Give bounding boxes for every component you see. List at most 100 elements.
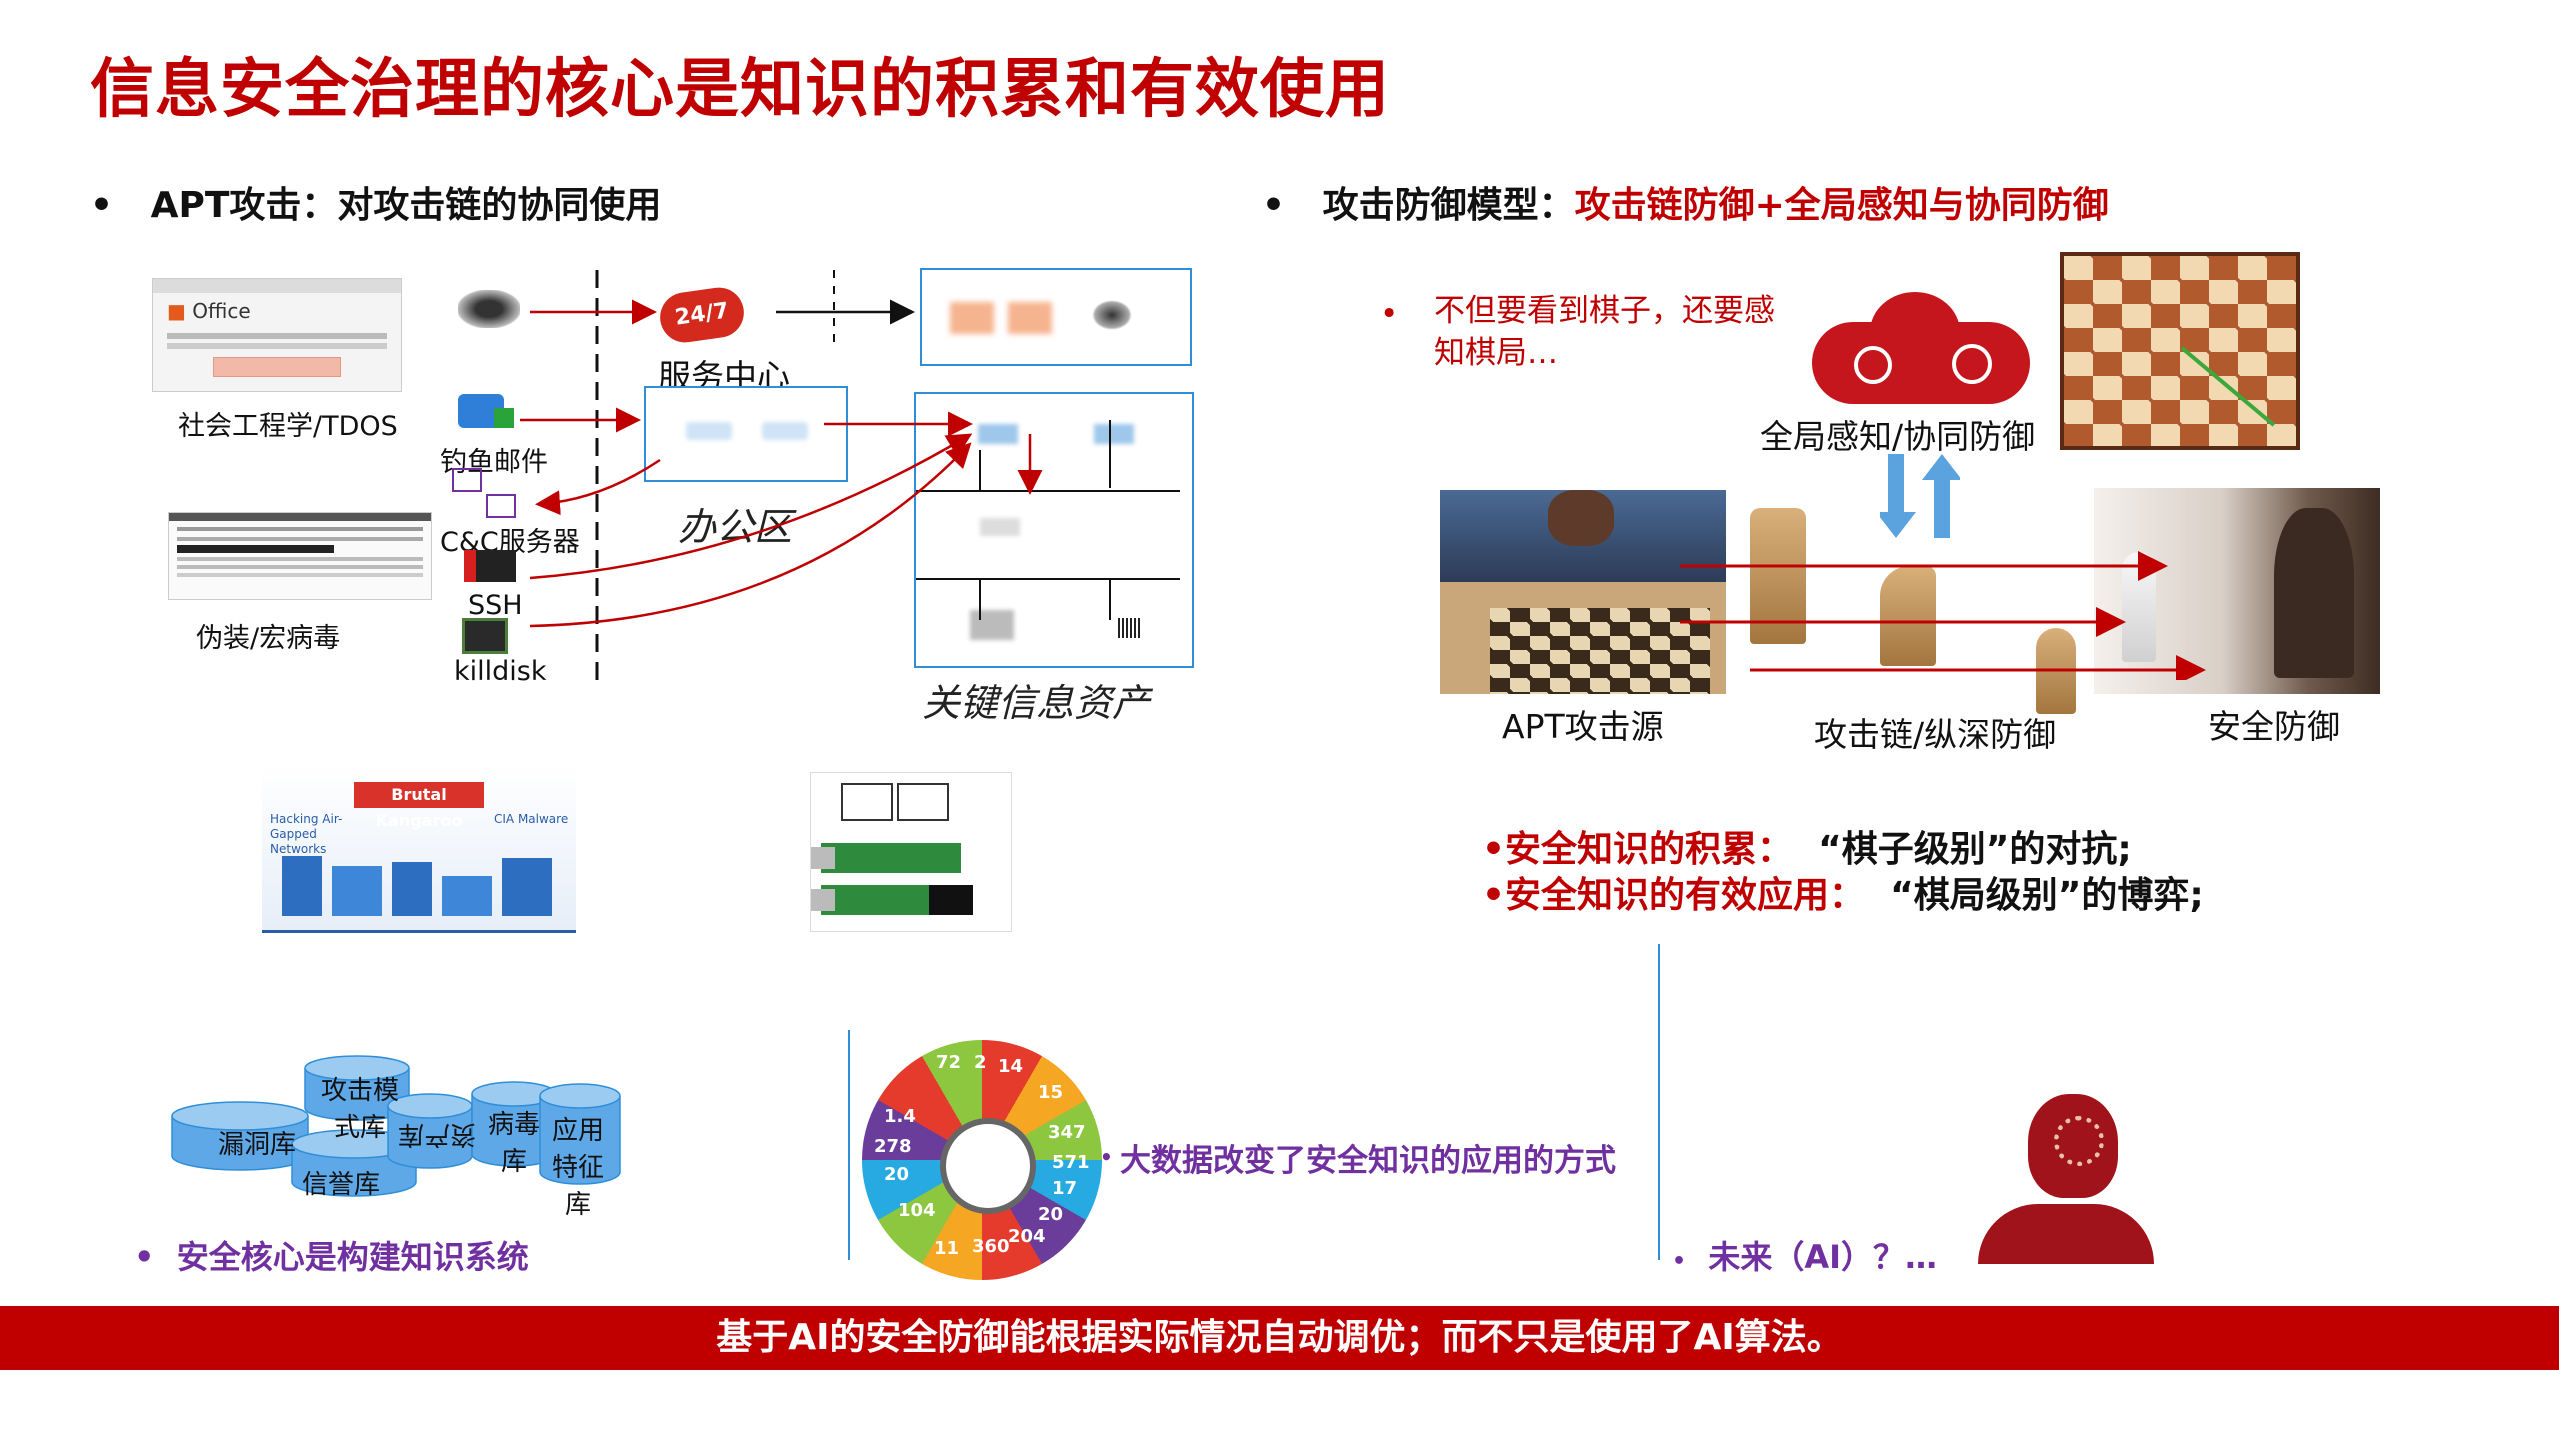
wheel-number: 360 [972,1236,1010,1257]
clock-icon [940,1118,1036,1214]
knowledge-cylinders [171,1055,621,1197]
wheel-number: 347 [1048,1122,1086,1143]
macro-virus-screenshot [168,512,432,600]
disguise-label: 伪装/宏病毒 [196,623,341,654]
point-application-red: •安全知识的有效应用： [1482,875,1866,916]
barcode-icon [1118,618,1142,638]
bullet-dot: • [1100,1145,1113,1169]
dark-pieces [2274,508,2354,678]
blurred-pc-icon [1094,424,1134,444]
left-heading-text: APT攻击：对攻击链的协同使用 [150,185,662,226]
player-head [1548,490,1614,546]
right-heading-highlight: 攻击链防御+全局感知与协同防御 [1574,185,2109,226]
kangaroo-left-text: Hacking Air-Gapped Networks [270,812,343,856]
move-line [2180,346,2276,427]
blurred-house-icon [1008,302,1052,334]
phishing-label: 钓鱼邮件 [440,447,548,478]
globe-icon [1952,344,1992,384]
cylinder-label-attack: 攻击模式库 [320,1076,399,1143]
left-heading: • APT攻击：对攻击链的协同使用 [90,176,661,228]
bullet-future-text: 未来（AI）？… [1708,1238,1938,1276]
cylinder-label-vuln: 漏洞库 [218,1130,297,1160]
chess-note: 不但要看到棋子，还要感知棋局… [1434,293,1775,371]
wheel-number: 20 [884,1164,910,1185]
right-heading: • 攻击防御模型：攻击链防御+全局感知与协同防御 [1262,176,2109,228]
brain-gear-icon [2054,1116,2104,1166]
office-area-box [644,386,848,482]
ssh-label: SSH [468,590,523,621]
cylinder-label-app: 应用特征库 [551,1116,604,1220]
defense-label: 安全防御 [2208,707,2340,746]
point-accumulation-black: “棋子级别”的对抗; [1818,829,2132,870]
bullet-future: • 未来（AI）？… [1672,1232,1937,1278]
key-assets-label: 关键信息资产 [922,681,1151,725]
social-engineering-label: 社会工程学/TDOS [178,411,398,442]
wheel-number: 14 [998,1056,1024,1077]
wheel-number: 72 [936,1052,962,1073]
up-down-arrows [1880,454,1960,538]
knight-piece [1880,566,1936,666]
wheel-number: 17 [1052,1178,1078,1199]
point-application-black: “棋局级别”的博弈; [1890,875,2204,916]
blurred-server-icon [980,518,1020,536]
office-screenshot: ■ Office [152,278,402,392]
wheel-number: 11 [934,1238,960,1259]
kangaroo-right-text: CIA Malware [494,812,569,826]
kangaroo-title: Brutal Kangaroo [354,782,484,830]
brutal-kangaroo-image: Brutal Kangaroo Hacking Air-Gapped Netwo… [262,766,576,933]
wheel-number: 571 [1052,1152,1090,1173]
wheel-number: 104 [898,1200,936,1221]
defense-pieces-photo [2094,488,2380,694]
wheel-number: 2 [974,1052,987,1073]
global-awareness-label: 全局感知/协同防御 [1760,417,2036,456]
wheel-number: 15 [1038,1082,1064,1103]
page-title: 信息安全治理的核心是知识的积累和有效使用 [90,53,1390,127]
office-logo: Office [192,299,251,323]
cylinder-label-assets: 资产库 [398,1119,477,1149]
apt-source-label: APT攻击源 [1502,707,1664,746]
cylinder-label-virus: 病毒库 [487,1110,540,1177]
blurred-pc-icon [978,424,1018,444]
cloud-icon [1812,292,2030,404]
bullet-dot: • [90,185,114,226]
blurred-house-icon [950,302,994,334]
bottom-banner: 基于AI的安全防御能根据实际情况自动调优；而不只是使用了AI算法。 [0,1306,2559,1370]
bullet-dot: • [1262,185,1286,226]
wheel-number: 204 [1008,1226,1046,1247]
point-accumulation-red: •安全知识的积累： [1482,829,1794,870]
point-application: •安全知识的有效应用： “棋局级别”的博弈; [1482,866,2204,918]
chess-player-photo [1440,490,1726,694]
wheel-number: 278 [874,1136,912,1157]
attack-chain-label: 攻击链/纵深防御 [1814,715,2057,754]
bullet-dot: • [1672,1249,1687,1274]
divider-line [1658,944,1660,1260]
cylinder-label-reputation: 信誉库 [302,1170,381,1200]
point-accumulation: •安全知识的积累： “棋子级别”的对抗; [1482,820,2132,872]
right-heading-prefix: 攻击防御模型： [1322,185,1575,226]
blurred-computer-icon [762,422,808,440]
blurred-globe-icon [1092,300,1132,330]
wheel-number: 20 [1038,1204,1064,1225]
chessboard-image [2060,252,2300,450]
computer-icon-1 [452,468,482,492]
wheel-number: 1.4 [884,1106,916,1127]
blurred-attacker-icon [458,290,520,328]
chess-note-bullet: • [1380,296,1399,332]
bullet-knowledge-system: • 安全核心是构建知识系统 [134,1232,529,1278]
blurred-server-icon [970,610,1014,640]
ssh-icon [464,550,516,582]
divider-line [848,1030,850,1260]
defense-flow-arrows [1680,551,2206,680]
external-asset-box [920,268,1192,366]
ai-head-icon [1978,1094,2154,1264]
blurred-computer-icon [686,422,732,440]
killdisk-label: killdisk [454,656,547,687]
bullet-big-data: • 大数据改变了安全知识的应用的方式 [1100,1140,1620,1182]
gear-icon [1854,346,1892,384]
attack-flow-arrows [520,270,1111,680]
bullet-big-data-text: 大数据改变了安全知识的应用的方式 [1120,1143,1616,1179]
bullet-dot: • [134,1238,155,1276]
computer-icon-2 [486,494,516,518]
killdisk-icon [462,618,508,654]
big-data-wheel: 72 2 14 15 347 571 17 20 204 360 11 104 … [862,1040,1102,1280]
